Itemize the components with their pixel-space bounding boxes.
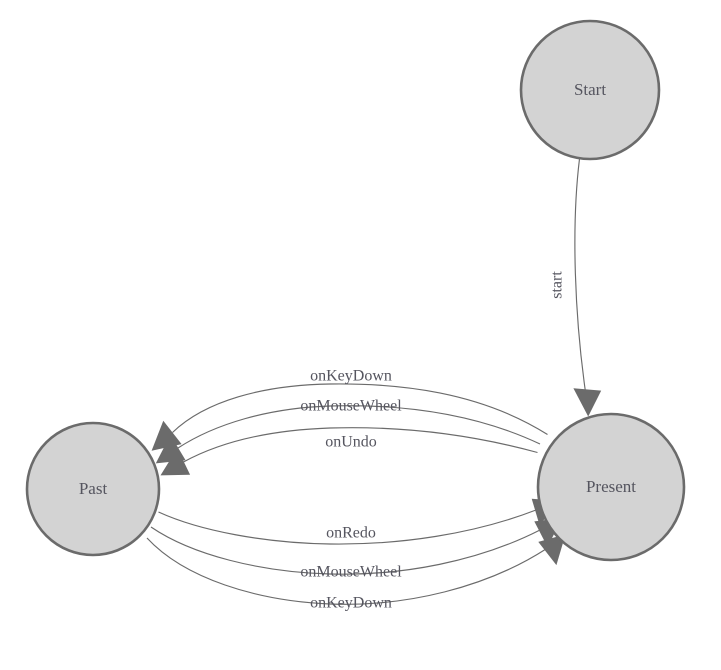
edge-past-to-present-onredo[interactable]: onRedo xyxy=(158,498,559,545)
edge-label-past-to-present-onkeydown: onKeyDown xyxy=(310,595,392,612)
edge-present-to-past-onkeydown-path xyxy=(172,383,548,435)
edge-present-to-past-onmousewheel[interactable]: onMouseWheel xyxy=(155,398,541,464)
node-past-circle xyxy=(25,421,161,557)
edge-start-to-present[interactable]: start xyxy=(549,158,602,417)
node-present-circle xyxy=(536,412,686,562)
edge-label-present-to-past-onmousewheel: onMouseWheel xyxy=(300,398,402,415)
edge-past-to-present-onkeydown-path xyxy=(146,537,547,605)
node-present[interactable]: Present xyxy=(536,412,686,562)
edge-start-to-present-arrowhead xyxy=(573,388,602,417)
node-present-label: Present xyxy=(586,477,636,496)
edge-label-start: start xyxy=(549,271,566,299)
edge-past-to-present-onredo-path xyxy=(158,509,537,545)
edge-present-to-past-onmousewheel-path xyxy=(177,405,541,449)
node-start[interactable]: Start xyxy=(519,19,661,161)
edge-present-to-past-onundo-arrowhead xyxy=(160,448,191,476)
node-start-label: Start xyxy=(574,80,606,99)
edge-present-to-past-onundo[interactable]: onUndo xyxy=(160,427,538,476)
edge-label-present-to-past-onkeydown: onKeyDown xyxy=(310,368,392,385)
edge-start-to-present-path xyxy=(574,158,587,393)
edge-label-past-to-present-onmousewheel: onMouseWheel xyxy=(300,564,402,581)
edge-present-to-past-onundo-path xyxy=(183,427,538,463)
edge-label-past-to-present-onredo: onRedo xyxy=(326,525,376,542)
edge-label-present-to-past-onundo: onUndo xyxy=(325,434,377,451)
edge-layer: start onKeyDown onMouseWheel onUndo xyxy=(146,158,602,612)
node-layer: Start Past Present xyxy=(25,19,686,562)
edge-past-to-present-onkeydown-arrowhead xyxy=(538,534,566,566)
node-start-circle xyxy=(519,19,661,161)
edge-past-to-present-onkeydown[interactable]: onKeyDown xyxy=(146,534,566,612)
node-past-label: Past xyxy=(79,479,108,498)
node-past[interactable]: Past xyxy=(25,421,161,557)
edge-past-to-present-onmousewheel-path xyxy=(150,526,541,575)
